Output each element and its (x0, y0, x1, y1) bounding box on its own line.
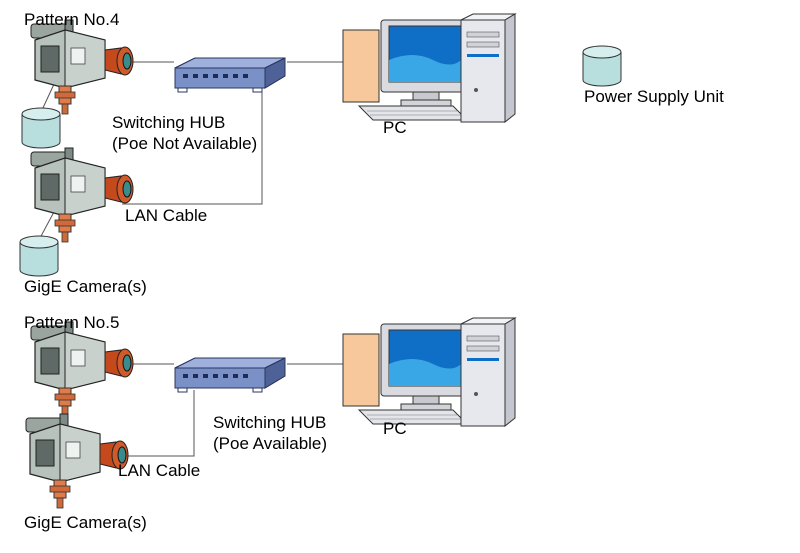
pattern4-switching-hub (174, 57, 286, 93)
pattern4-pc-label: PC (383, 118, 407, 137)
pattern4-lan-cables (122, 61, 343, 205)
pattern4-power-supply-1 (21, 107, 61, 149)
legend-power-supply-label: Power Supply Unit (584, 87, 724, 106)
pattern4-pc (342, 13, 516, 123)
pattern5-pc (342, 317, 516, 427)
pattern4-title: Pattern No.4 (24, 10, 120, 29)
pattern5-pc-label: PC (383, 419, 407, 438)
legend-power-supply-icon (582, 45, 622, 87)
pattern5-lan-cables (114, 363, 343, 457)
pattern5-switching-hub (174, 357, 286, 393)
pattern5-camera-1 (30, 321, 134, 417)
pattern4-camera-label: GigE Camera(s) (24, 277, 147, 296)
pattern5-title: Pattern No.5 (24, 313, 120, 332)
pattern5-camera-2 (25, 413, 129, 509)
pattern5-lan-cable-label: LAN Cable (118, 461, 201, 480)
pattern4-camera-2 (30, 147, 134, 243)
pattern4-power-supply-2 (19, 235, 59, 277)
pattern4-hub-label-line2: (Poe Not Available) (112, 134, 258, 153)
pattern4-power-cords (39, 81, 56, 239)
pattern5-hub-label-line2: (Poe Available) (213, 434, 328, 453)
pattern4-hub-label-line1: Switching HUB (112, 113, 226, 132)
pattern5-hub-label-line1: Switching HUB (213, 413, 327, 432)
pattern5-camera-label: GigE Camera(s) (24, 513, 147, 532)
pattern4-lan-cable-label: LAN Cable (125, 206, 208, 225)
